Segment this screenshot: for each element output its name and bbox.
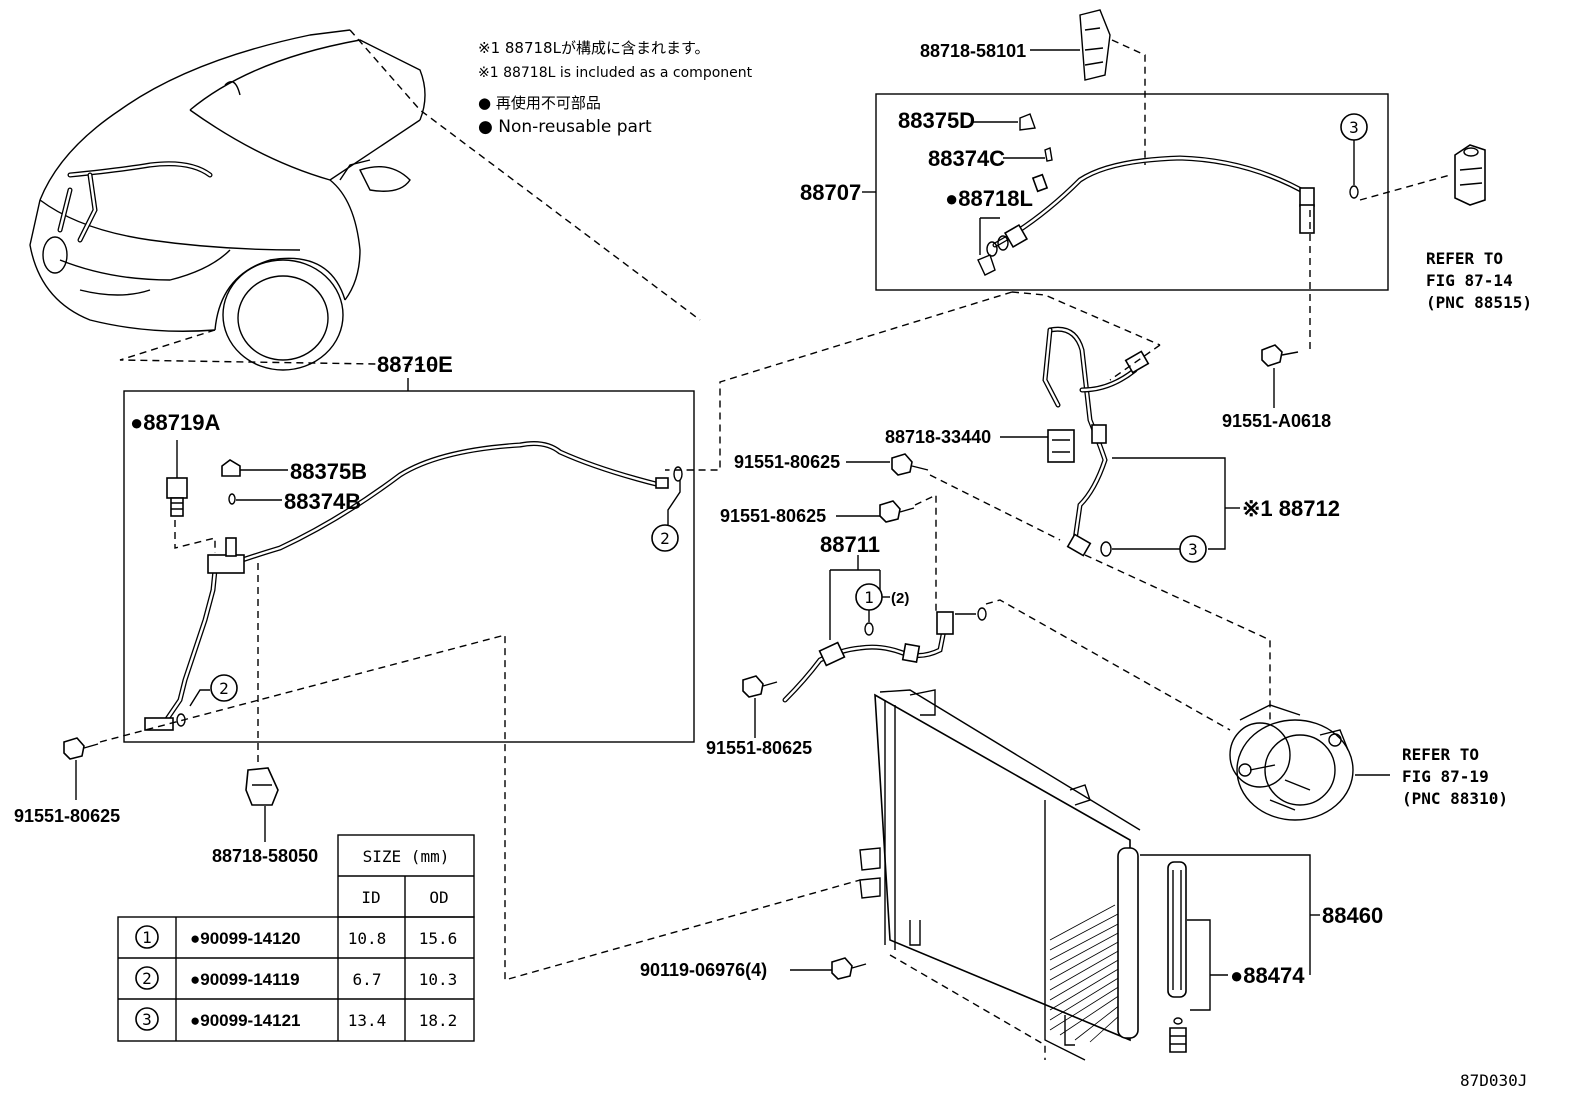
label-88711: 88711 — [820, 532, 880, 557]
label-91551-80625-lower: 91551-80625 — [706, 738, 812, 758]
label-91551-80625-mid: 91551-80625 — [720, 506, 826, 526]
label-88375B: 88375B — [290, 459, 367, 484]
note-en-component: ※1 88718L is included as a component — [478, 65, 753, 81]
svg-text:15.6: 15.6 — [419, 929, 458, 948]
svg-text:1: 1 — [864, 588, 874, 607]
bolt-91551-A0618 — [1261, 344, 1299, 408]
label-88718-33440: 88718-33440 — [885, 427, 991, 447]
diagram-code: 87D030J — [1460, 1071, 1527, 1090]
svg-text:2: 2 — [219, 679, 229, 698]
svg-text:2: 2 — [142, 969, 152, 988]
svg-text:1: 1 — [142, 928, 152, 947]
svg-text:3: 3 — [1349, 118, 1359, 137]
svg-text:●90099-14121: ●90099-14121 — [190, 1011, 300, 1030]
compressor-ref — [1229, 704, 1390, 821]
table-row: 2 ●90099-14119 6.7 10.3 — [135, 966, 458, 990]
svg-text:●90099-14120: ●90099-14120 — [190, 929, 300, 948]
label-88718-58050: 88718-58050 — [212, 846, 318, 866]
note-jp-component: ※1 88718Lが構成に含まれます。 — [478, 39, 709, 57]
label-90119-06976: 90119-06976(4) — [640, 960, 767, 980]
table-row: 3 ●90099-14121 13.4 18.2 — [135, 1007, 458, 1031]
svg-text:3: 3 — [1188, 540, 1198, 559]
label-91551-80625-upper: 91551-80625 — [734, 452, 840, 472]
svg-text:FIG 87-14: FIG 87-14 — [1426, 271, 1513, 290]
table-header-size: SIZE (mm) — [363, 847, 450, 866]
svg-text:2: 2 — [660, 529, 670, 548]
label-91551-A0618: 91551-A0618 — [1222, 411, 1331, 431]
clamp-88718-58050 — [245, 767, 279, 842]
condenser-88460 — [859, 689, 1320, 1061]
label-88375D: 88375D — [898, 108, 975, 133]
expansion-valve-ref — [1454, 144, 1486, 206]
group-box-88710E — [123, 390, 695, 743]
svg-text:10.3: 10.3 — [419, 970, 458, 989]
note-jp-nonreusable: ● 再使用不可部品 — [478, 94, 601, 112]
label-88710E: 88710E — [377, 352, 453, 377]
svg-text:REFER TO: REFER TO — [1426, 249, 1503, 268]
label-callout-1-qty: (2) — [891, 590, 909, 607]
table-row: 1 ●90099-14120 10.8 15.6 — [135, 925, 458, 949]
assembly-88707 — [665, 9, 1451, 471]
svg-text:●90099-14119: ●90099-14119 — [190, 970, 300, 989]
callout-2-right: 2 — [651, 524, 679, 552]
label-88712: ※1 88712 — [1242, 496, 1340, 521]
desiccant-88474 — [1167, 861, 1228, 1053]
svg-text:(PNC 88310): (PNC 88310) — [1402, 789, 1508, 808]
receiver-tank — [1117, 847, 1139, 1039]
pipe-88711 — [782, 555, 1231, 731]
svg-text:FIG 87-19: FIG 87-19 — [1402, 767, 1489, 786]
svg-text:6.7: 6.7 — [353, 970, 382, 989]
bolt-91551-80625-upper — [846, 453, 929, 476]
bolt-90119-06976 — [790, 957, 867, 980]
hose-88712 — [929, 326, 1271, 720]
svg-text:13.4: 13.4 — [348, 1011, 387, 1030]
car-illustration — [29, 29, 701, 371]
callout-1: 1 — [855, 583, 890, 622]
label-88374B: 88374B — [284, 489, 361, 514]
condenser-fins — [1049, 904, 1121, 1043]
label-88460: 88460 — [1322, 903, 1383, 928]
size-table: SIZE (mm) ID OD 1 ●90099-14120 10.8 15.6… — [117, 834, 475, 1042]
bolt-91551-80625-lower — [742, 675, 778, 738]
svg-text:10.8: 10.8 — [348, 929, 387, 948]
clamp-88718-58101-shape — [1079, 9, 1111, 81]
callout-3-top: 3 — [1340, 113, 1368, 141]
svg-text:REFER TO: REFER TO — [1402, 745, 1479, 764]
label-88718-58101: 88718-58101 — [920, 41, 1026, 61]
svg-text:3: 3 — [142, 1010, 152, 1029]
assembly-88710E — [99, 378, 861, 981]
refer-to-fig-87-19: REFER TO FIG 87-19 (PNC 88310) — [1402, 745, 1508, 808]
label-88719A: ●88719A — [130, 410, 220, 435]
bolt-91551-80625-left — [63, 737, 99, 800]
table-header-id: ID — [361, 888, 380, 907]
callout-3-mid: 3 — [1179, 535, 1207, 563]
note-en-nonreusable: ● Non-reusable part — [478, 117, 652, 137]
label-88718L: ●88718L — [945, 186, 1033, 211]
label-88707: 88707 — [800, 180, 861, 205]
refer-to-fig-87-14: REFER TO FIG 87-14 (PNC 88515) — [1426, 249, 1532, 312]
table-header-od: OD — [429, 888, 448, 907]
label-88474: ●88474 — [1230, 963, 1305, 988]
svg-text:18.2: 18.2 — [419, 1011, 458, 1030]
label-88374C: 88374C — [928, 146, 1005, 171]
bolt-91551-80625-mid — [836, 493, 937, 612]
callout-2-left: 2 — [210, 674, 238, 702]
svg-text:(PNC 88515): (PNC 88515) — [1426, 293, 1532, 312]
label-91551-80625-left: 91551-80625 — [14, 806, 120, 826]
